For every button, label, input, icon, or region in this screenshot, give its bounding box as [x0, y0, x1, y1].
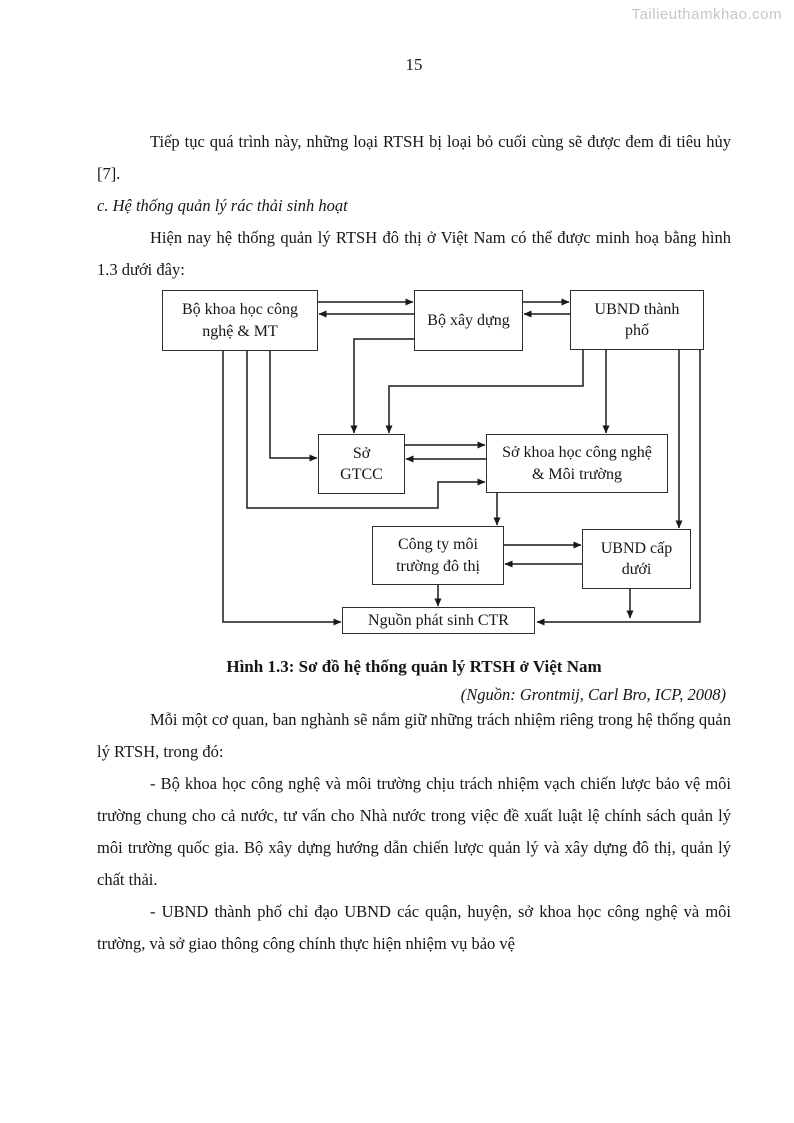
watermark: Tailieuthamkhao.com: [631, 6, 782, 23]
diagram-node-nguon-phat-sinh-ctr: Nguồn phát sinh CTR: [342, 607, 535, 634]
node-label: Sở: [352, 444, 371, 462]
node-label: Nguồn phát sinh CTR: [368, 611, 509, 629]
paragraph: - UBND thành phố chỉ đạo UBND các quận, …: [97, 902, 731, 953]
node-label: phố: [625, 322, 649, 339]
arrow-bokhcn-to-sokhcn: [246, 351, 486, 509]
paragraph: Tiếp tục quá trình này, những loại RTSH …: [97, 132, 731, 183]
paragraph: - Bộ khoa học công nghệ và môi trường ch…: [97, 774, 731, 889]
node-label: Sở khoa học công nghệ: [502, 444, 652, 462]
figure-caption: Hình 1.3: Sơ đồ hệ thống quản lý RTSH ở …: [226, 657, 602, 676]
node-label: UBND thành: [594, 300, 680, 318]
node-label: & Môi trường: [531, 465, 623, 483]
figure-source: (Nguồn: Grontmij, Carl Bro, ICP, 2008): [460, 685, 726, 704]
diagram-node-so-gtcc: Sở GTCC: [318, 434, 405, 494]
node-label: Bộ xây dựng: [427, 311, 510, 329]
diagram-node-bo-khcn-mt: Bộ khoa học công nghệ & MT: [162, 290, 318, 351]
diagram-node-so-khcn-moi-truong: Sở khoa học công nghệ & Môi trường: [486, 434, 668, 493]
body-text-top: Tiếp tục quá trình này, những loại RTSH …: [97, 126, 731, 286]
arrow-bokhcn-to-sogtcc: [269, 351, 318, 462]
node-label: Công ty môi: [397, 536, 478, 554]
arrow-ubndtp-to-sogtcc: [385, 350, 584, 434]
section-heading: c. Hệ thống quản lý rác thải sinh hoạt: [97, 196, 348, 215]
diagram-node-cong-ty-moi-truong: Công ty môi trường đô thị: [372, 526, 504, 585]
arrow-bokhcn-to-nguonctr: [222, 351, 342, 626]
arrow-boxd-to-sogtcc: [350, 338, 414, 434]
node-label: nghệ & MT: [202, 322, 278, 340]
body-text-bottom: Mỗi một cơ quan, ban nghành sẽ nắm giữ n…: [97, 704, 731, 960]
paragraph: Hiện nay hệ thống quản lý RTSH đô thị ở …: [97, 228, 731, 279]
diagram-node-ubnd-cap-duoi: UBND cấp dưới: [582, 529, 691, 589]
arrow-ubndtp-to-nguonctr: [536, 350, 701, 626]
diagram-node-ubnd-thanh-pho: UBND thành phố: [570, 290, 704, 350]
node-label: GTCC: [340, 466, 383, 483]
node-label: dưới: [621, 561, 652, 578]
node-label: trường đô thị: [396, 557, 480, 575]
paragraph: Mỗi một cơ quan, ban nghành sẽ nắm giữ n…: [97, 710, 731, 761]
node-label: Bộ khoa học công: [182, 301, 298, 319]
diagram-node-bo-xay-dung: Bộ xây dựng: [414, 290, 523, 351]
node-label: UBND cấp: [600, 539, 673, 557]
page-number: 15: [405, 55, 423, 74]
